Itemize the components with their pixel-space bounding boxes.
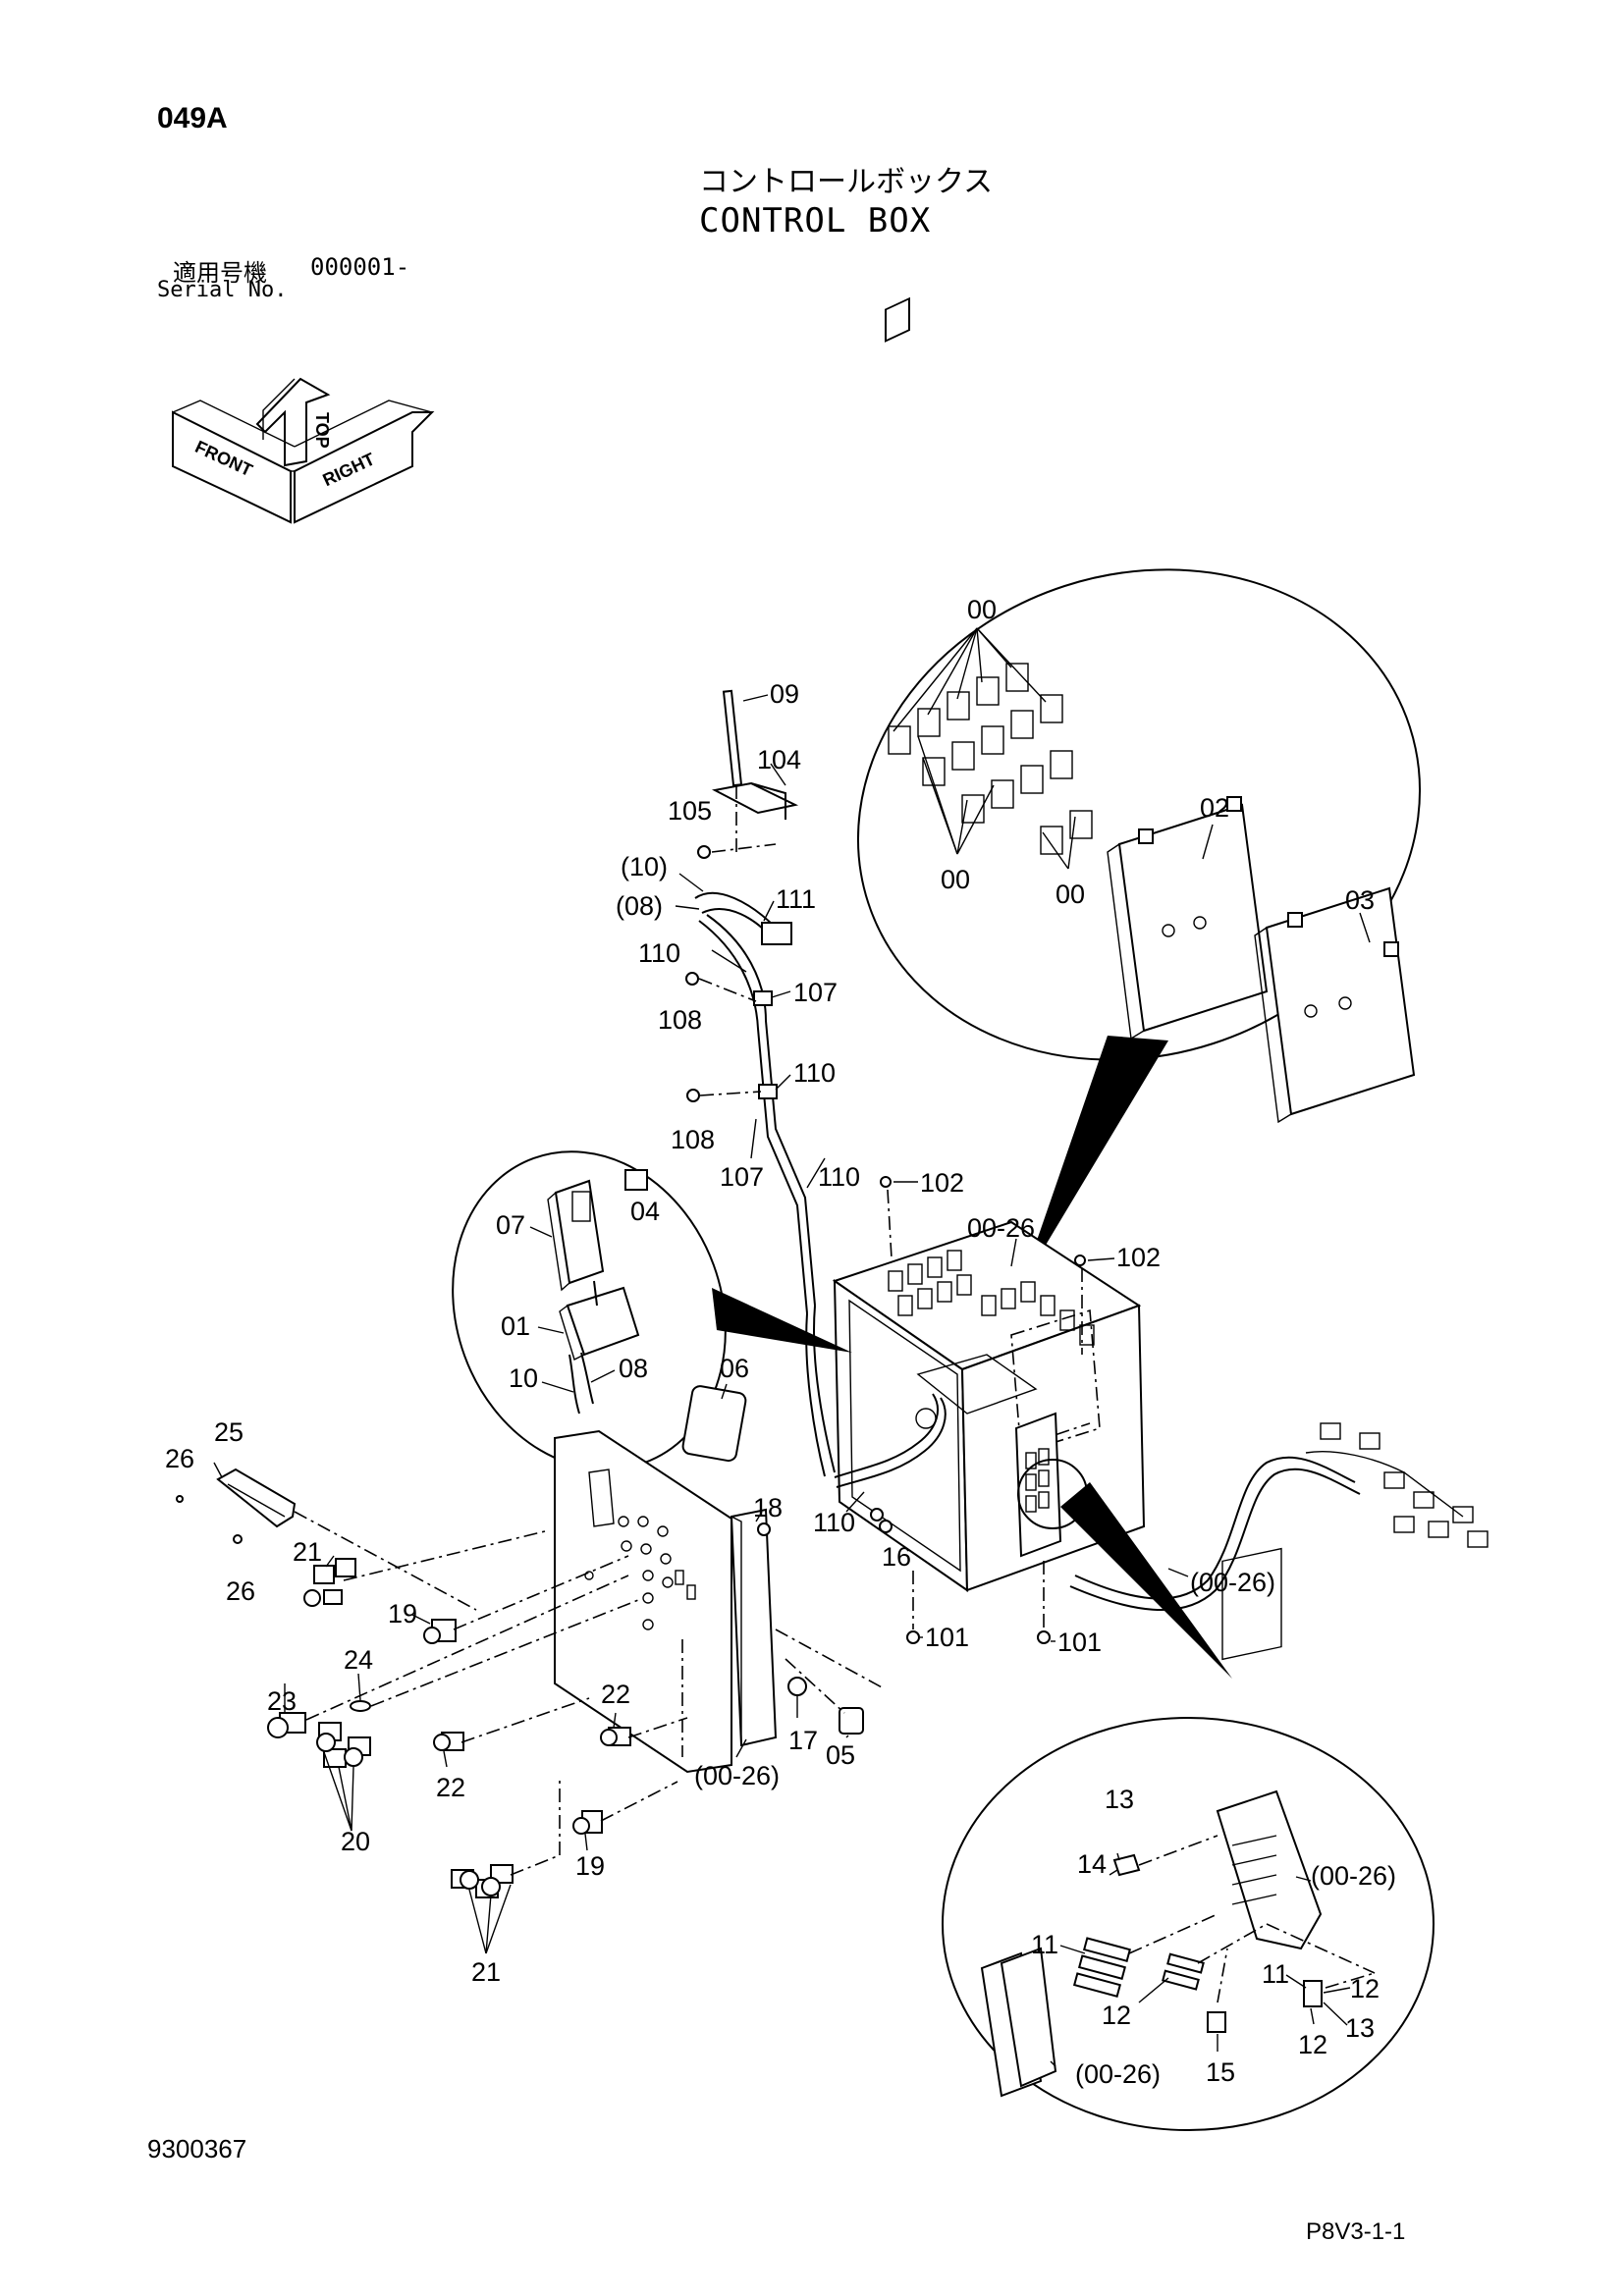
callout-102: 102	[1116, 1243, 1161, 1272]
callout-00-26: 00-26	[967, 1213, 1035, 1243]
harness-connector-cluster-icon	[1305, 1422, 1489, 1548]
callout-101: 101	[1057, 1628, 1102, 1657]
callout-07: 07	[496, 1210, 525, 1240]
detail-bubble-fuse-box: 13 14 (00-26) 11 12 11 12 13 12 15 (00-2…	[942, 1459, 1435, 2131]
callout-11: 11	[1262, 1959, 1289, 1989]
serial-value: 000001-	[310, 253, 410, 281]
callout-13: 13	[1105, 1785, 1134, 1814]
callout-105: 105	[668, 796, 712, 826]
serial-label-japanese: 適用号機	[173, 259, 267, 287]
callout-110: 110	[638, 938, 680, 968]
title-japanese: コントロールボックス	[699, 165, 994, 199]
callout-08: 08	[619, 1354, 648, 1383]
orient-front-label: FRONT	[192, 437, 256, 480]
switch-icon	[267, 1522, 864, 1898]
callout-19: 19	[388, 1599, 417, 1629]
callout-21: 21	[471, 1957, 501, 1987]
callout-22: 22	[436, 1773, 465, 1802]
callout-00-26: (00-26)	[1190, 1568, 1275, 1597]
callout-10-paren: (10)	[621, 852, 668, 881]
page-code: 049A	[157, 102, 228, 134]
callout-20: 20	[341, 1827, 370, 1856]
callout-26: 26	[165, 1444, 194, 1473]
controller-unit-03-icon	[1254, 886, 1416, 1124]
callout-19: 19	[575, 1851, 605, 1881]
callout-108: 108	[671, 1125, 715, 1154]
callout-24: 24	[344, 1645, 373, 1675]
callout-104: 104	[757, 745, 801, 774]
callout-06: 06	[720, 1354, 749, 1383]
callout-111: 111	[776, 884, 816, 914]
orient-top-label: TOP	[312, 412, 332, 449]
callout-09: 09	[770, 679, 799, 709]
callout-05: 05	[826, 1740, 855, 1770]
callout-110: 110	[813, 1508, 855, 1537]
callout-13: 13	[1345, 2013, 1375, 2043]
front-panel-assembly: 06 25 26 26 18 21 19 24 23 20 22 22 19 2…	[165, 1354, 885, 1987]
callout-00-26: (00-26)	[1311, 1861, 1396, 1891]
callout-25: 25	[214, 1417, 244, 1447]
callout-23: 23	[267, 1686, 297, 1716]
callout-101: 101	[925, 1623, 969, 1652]
callout-18: 18	[753, 1493, 783, 1522]
callout-00: 00	[941, 865, 970, 894]
callout-12: 12	[1298, 2030, 1327, 2059]
callout-108: 108	[658, 1005, 702, 1035]
relay-group-icon	[885, 296, 1093, 870]
detail-bubble-relays: 00 00 00 02 03	[856, 296, 1422, 1286]
callout-10: 10	[509, 1363, 538, 1393]
page-reference: P8V3-1-1	[1306, 2218, 1406, 2245]
serial-label-english: Serial No.	[157, 278, 288, 302]
callout-00-26: (00-26)	[694, 1761, 780, 1790]
callout-21: 21	[293, 1537, 322, 1567]
callout-00: 00	[967, 595, 997, 624]
callout-107: 107	[793, 978, 838, 1007]
callout-26: 26	[226, 1576, 255, 1606]
callout-03: 03	[1345, 885, 1375, 915]
callout-17: 17	[788, 1726, 818, 1755]
document-number: 9300367	[147, 2134, 247, 2163]
callout-12: 12	[1102, 2001, 1131, 2030]
callout-04: 04	[630, 1197, 660, 1226]
callout-14: 14	[1077, 1849, 1107, 1879]
callout-08-paren: (08)	[616, 891, 663, 921]
callout-11: 11	[1031, 1930, 1058, 1959]
callout-102: 102	[920, 1168, 964, 1198]
callout-107: 107	[720, 1162, 764, 1192]
orientation-indicator: TOP FRONT RIGHT	[172, 377, 435, 524]
callout-01: 01	[501, 1311, 530, 1341]
callout-02: 02	[1200, 793, 1229, 823]
callout-00: 00	[1056, 880, 1085, 909]
title-english: CONTROL BOX	[699, 201, 932, 240]
callout-22: 22	[601, 1680, 630, 1709]
callout-12: 12	[1350, 1974, 1380, 2003]
callout-110: 110	[818, 1162, 860, 1192]
callout-00-26: (00-26)	[1075, 2059, 1161, 2089]
callout-15: 15	[1206, 2057, 1235, 2087]
callout-16: 16	[882, 1542, 911, 1572]
callout-110: 110	[793, 1058, 836, 1088]
controller-unit-02-icon	[1107, 796, 1269, 1041]
detail-bubble-relay-module: 07 04 01 10 08	[452, 1150, 852, 1470]
harness-top-assembly: 09 104 105 (10) (08) 111 110 108 107 110…	[616, 679, 860, 1477]
